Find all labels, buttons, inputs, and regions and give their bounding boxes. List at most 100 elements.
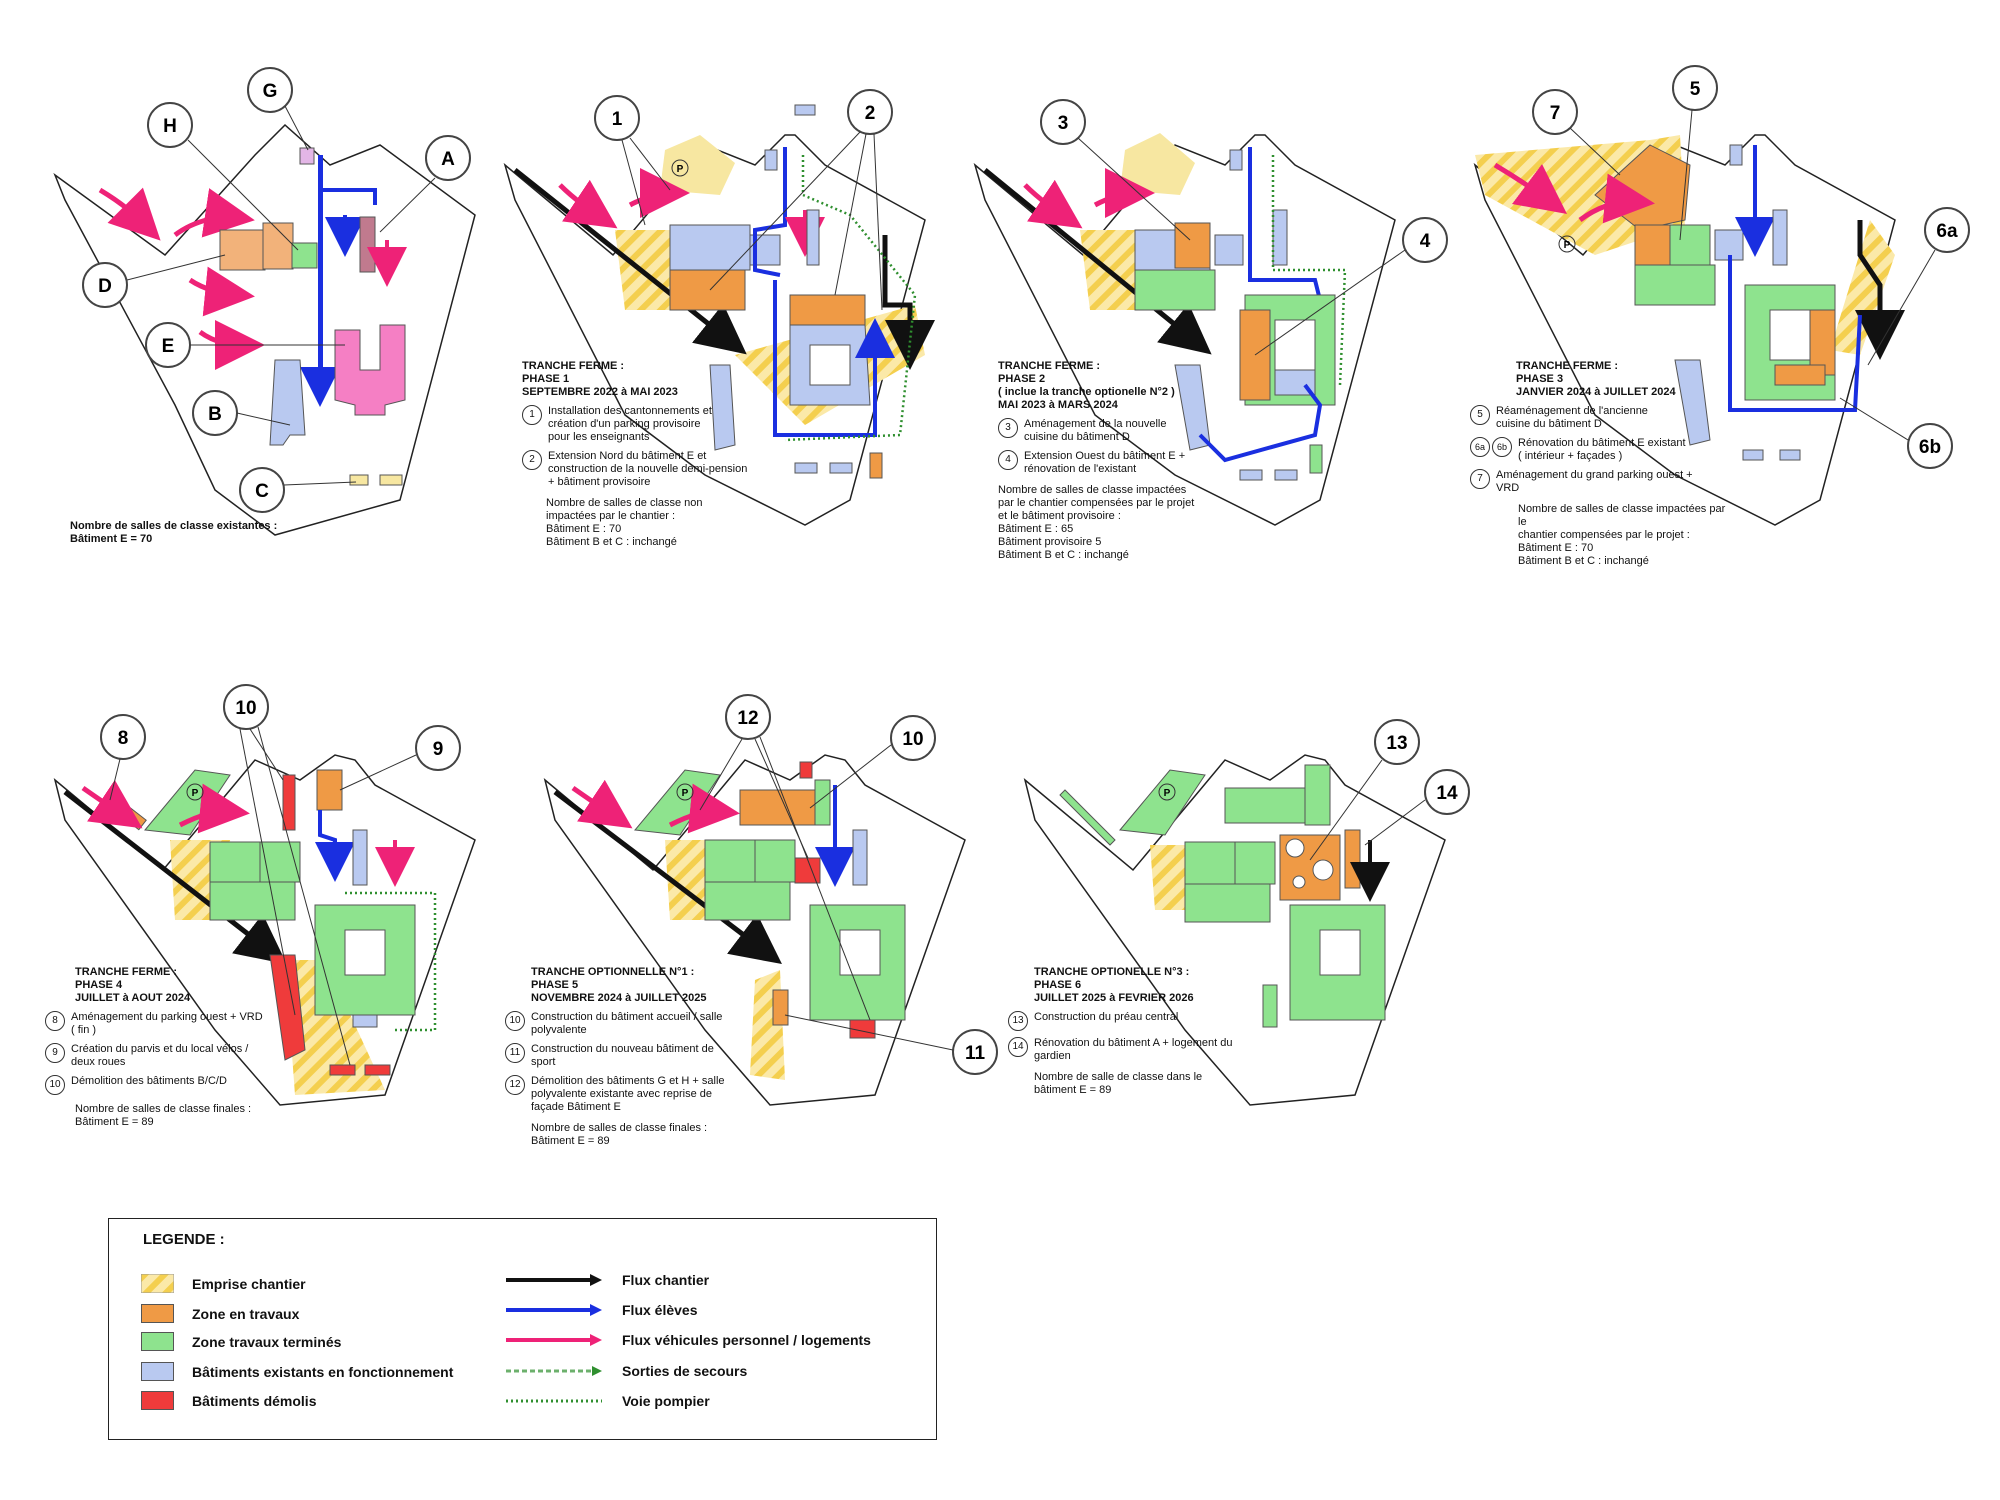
demoli xyxy=(282,774,296,831)
panel-phase-4 xyxy=(53,754,476,1106)
marker-10b: 10 xyxy=(809,715,936,809)
zone-travaux xyxy=(869,452,883,479)
marker-6a: 6a xyxy=(1867,207,1970,366)
flux-vehicules-arrow xyxy=(178,783,250,834)
courtyard xyxy=(1319,929,1361,976)
legend: LEGENDE : Emprise chantier Zone en trava… xyxy=(108,1218,937,1440)
parking-area xyxy=(660,135,735,195)
panel-phase-3 xyxy=(1473,134,1905,526)
svg-text:G: G xyxy=(263,81,278,102)
building-A xyxy=(352,829,368,886)
caption-note: Nombre de salles de classe non impactées… xyxy=(546,497,703,548)
svg-text:7: 7 xyxy=(1550,103,1561,124)
building-B xyxy=(269,359,306,446)
marker-13: 13 xyxy=(1309,719,1420,861)
caption-head: TRANCHE FERME : PHASE 1 SEPTEMBRE 2022 à… xyxy=(522,360,678,398)
svg-text:3: 3 xyxy=(1058,113,1069,134)
building-A xyxy=(852,829,868,886)
zone-terminee xyxy=(1184,883,1271,923)
zone-travaux xyxy=(669,269,746,311)
demoli xyxy=(269,954,306,1061)
preau-skylight xyxy=(1285,838,1305,858)
flux-vehicules-arrow xyxy=(1023,179,1083,229)
svg-text:9: 9 xyxy=(433,739,444,760)
courtyard xyxy=(809,344,851,386)
marker-7: 7 xyxy=(1532,89,1621,176)
flux-eleves xyxy=(1728,255,1862,412)
courtyard xyxy=(344,929,386,976)
num-6a: 6a xyxy=(1470,437,1490,457)
svg-text:6a: 6a xyxy=(1936,221,1958,242)
svg-text:D: D xyxy=(98,276,112,297)
caption-head: TRANCHE OPTIONELLE N°3 : PHASE 6 JUILLET… xyxy=(1034,966,1194,1004)
flux-chantier-arrow xyxy=(513,168,747,355)
svg-text:10: 10 xyxy=(902,729,923,750)
svg-text:C: C xyxy=(255,481,269,502)
building-B xyxy=(709,364,736,451)
flux-eleves xyxy=(773,280,895,437)
svg-text:H: H xyxy=(163,116,177,137)
svg-text:P: P xyxy=(1164,788,1171,799)
parking-icon: P xyxy=(186,783,204,801)
marker-8: 8 xyxy=(100,714,146,801)
building-E xyxy=(334,324,406,416)
marker-1: 1 xyxy=(594,95,671,226)
caption-note: Nombre de salles de classe finales : Bât… xyxy=(531,1122,708,1147)
svg-text:1: 1 xyxy=(612,109,623,130)
flux-vehicules-arrow xyxy=(558,179,618,229)
zone-terminee xyxy=(1119,769,1206,836)
building-C xyxy=(1239,469,1263,481)
svg-text:2: 2 xyxy=(865,103,876,124)
emprise-chantier xyxy=(285,960,385,1095)
flux-vehicules-arrow xyxy=(668,783,740,834)
courtyard xyxy=(1769,309,1811,361)
caption-phase-3: TRANCHE FERME : PHASE 3 JANVIER 2024 à J… xyxy=(1470,360,1730,568)
flux-chantier-arrow xyxy=(1855,220,1905,360)
flux-eleves xyxy=(318,155,377,205)
marker-B: B xyxy=(192,390,291,436)
legend-item-demolis: Bâtiments démolis xyxy=(141,1391,316,1410)
caption-phase-5: TRANCHE OPTIONNELLE N°1 : PHASE 5 NOVEMB… xyxy=(505,966,745,1148)
zone-terminee xyxy=(1262,984,1278,1028)
parking-icon: P xyxy=(676,783,694,801)
caption-existing: Nombre de salles de classe existantes : … xyxy=(70,520,278,545)
marker-6b: 6b xyxy=(1839,397,1953,469)
panel-phase-5 xyxy=(543,754,966,1106)
svg-text:P: P xyxy=(682,788,689,799)
demoli xyxy=(329,1064,356,1076)
legend-item-flux-eleves: Flux élèves xyxy=(504,1302,698,1318)
svg-text:E: E xyxy=(162,336,175,357)
caption-phase-4: TRANCHE FERME : PHASE 4 JUILLET à AOUT 2… xyxy=(45,966,285,1129)
zone-travaux-3 xyxy=(1174,222,1211,269)
parking-icon: P xyxy=(671,159,689,177)
marker-11: 11 xyxy=(784,1014,998,1075)
parking-icon: P xyxy=(1558,235,1576,253)
flux-vehicules-arrow xyxy=(628,168,690,219)
marker-D: D xyxy=(82,254,226,308)
marker-3: 3 xyxy=(1040,99,1191,241)
caption-phase-6: TRANCHE OPTIONELLE N°3 : PHASE 6 JUILLET… xyxy=(1008,966,1248,1097)
legend-item-flux-vehicules: Flux véhicules personnel / logements xyxy=(504,1332,871,1348)
svg-text:P: P xyxy=(1564,240,1571,251)
panel-existing xyxy=(53,123,476,536)
svg-text:A: A xyxy=(441,149,455,170)
building-G xyxy=(299,147,315,165)
panel-phase-1 xyxy=(503,104,935,526)
building-H xyxy=(1214,234,1244,266)
zone-terminee xyxy=(1059,789,1116,846)
marker-4: 4 xyxy=(1254,217,1448,356)
caption-head: TRANCHE OPTIONNELLE N°1 : PHASE 5 NOVEMB… xyxy=(531,966,707,1004)
marker-G: G xyxy=(247,67,309,151)
parking-area xyxy=(1120,133,1195,195)
building-C xyxy=(829,462,853,474)
legend-title: LEGENDE : xyxy=(143,1231,225,1248)
svg-text:P: P xyxy=(192,788,199,799)
svg-text:14: 14 xyxy=(1436,783,1458,804)
demoli-G xyxy=(799,761,813,779)
building-C xyxy=(1274,469,1298,481)
